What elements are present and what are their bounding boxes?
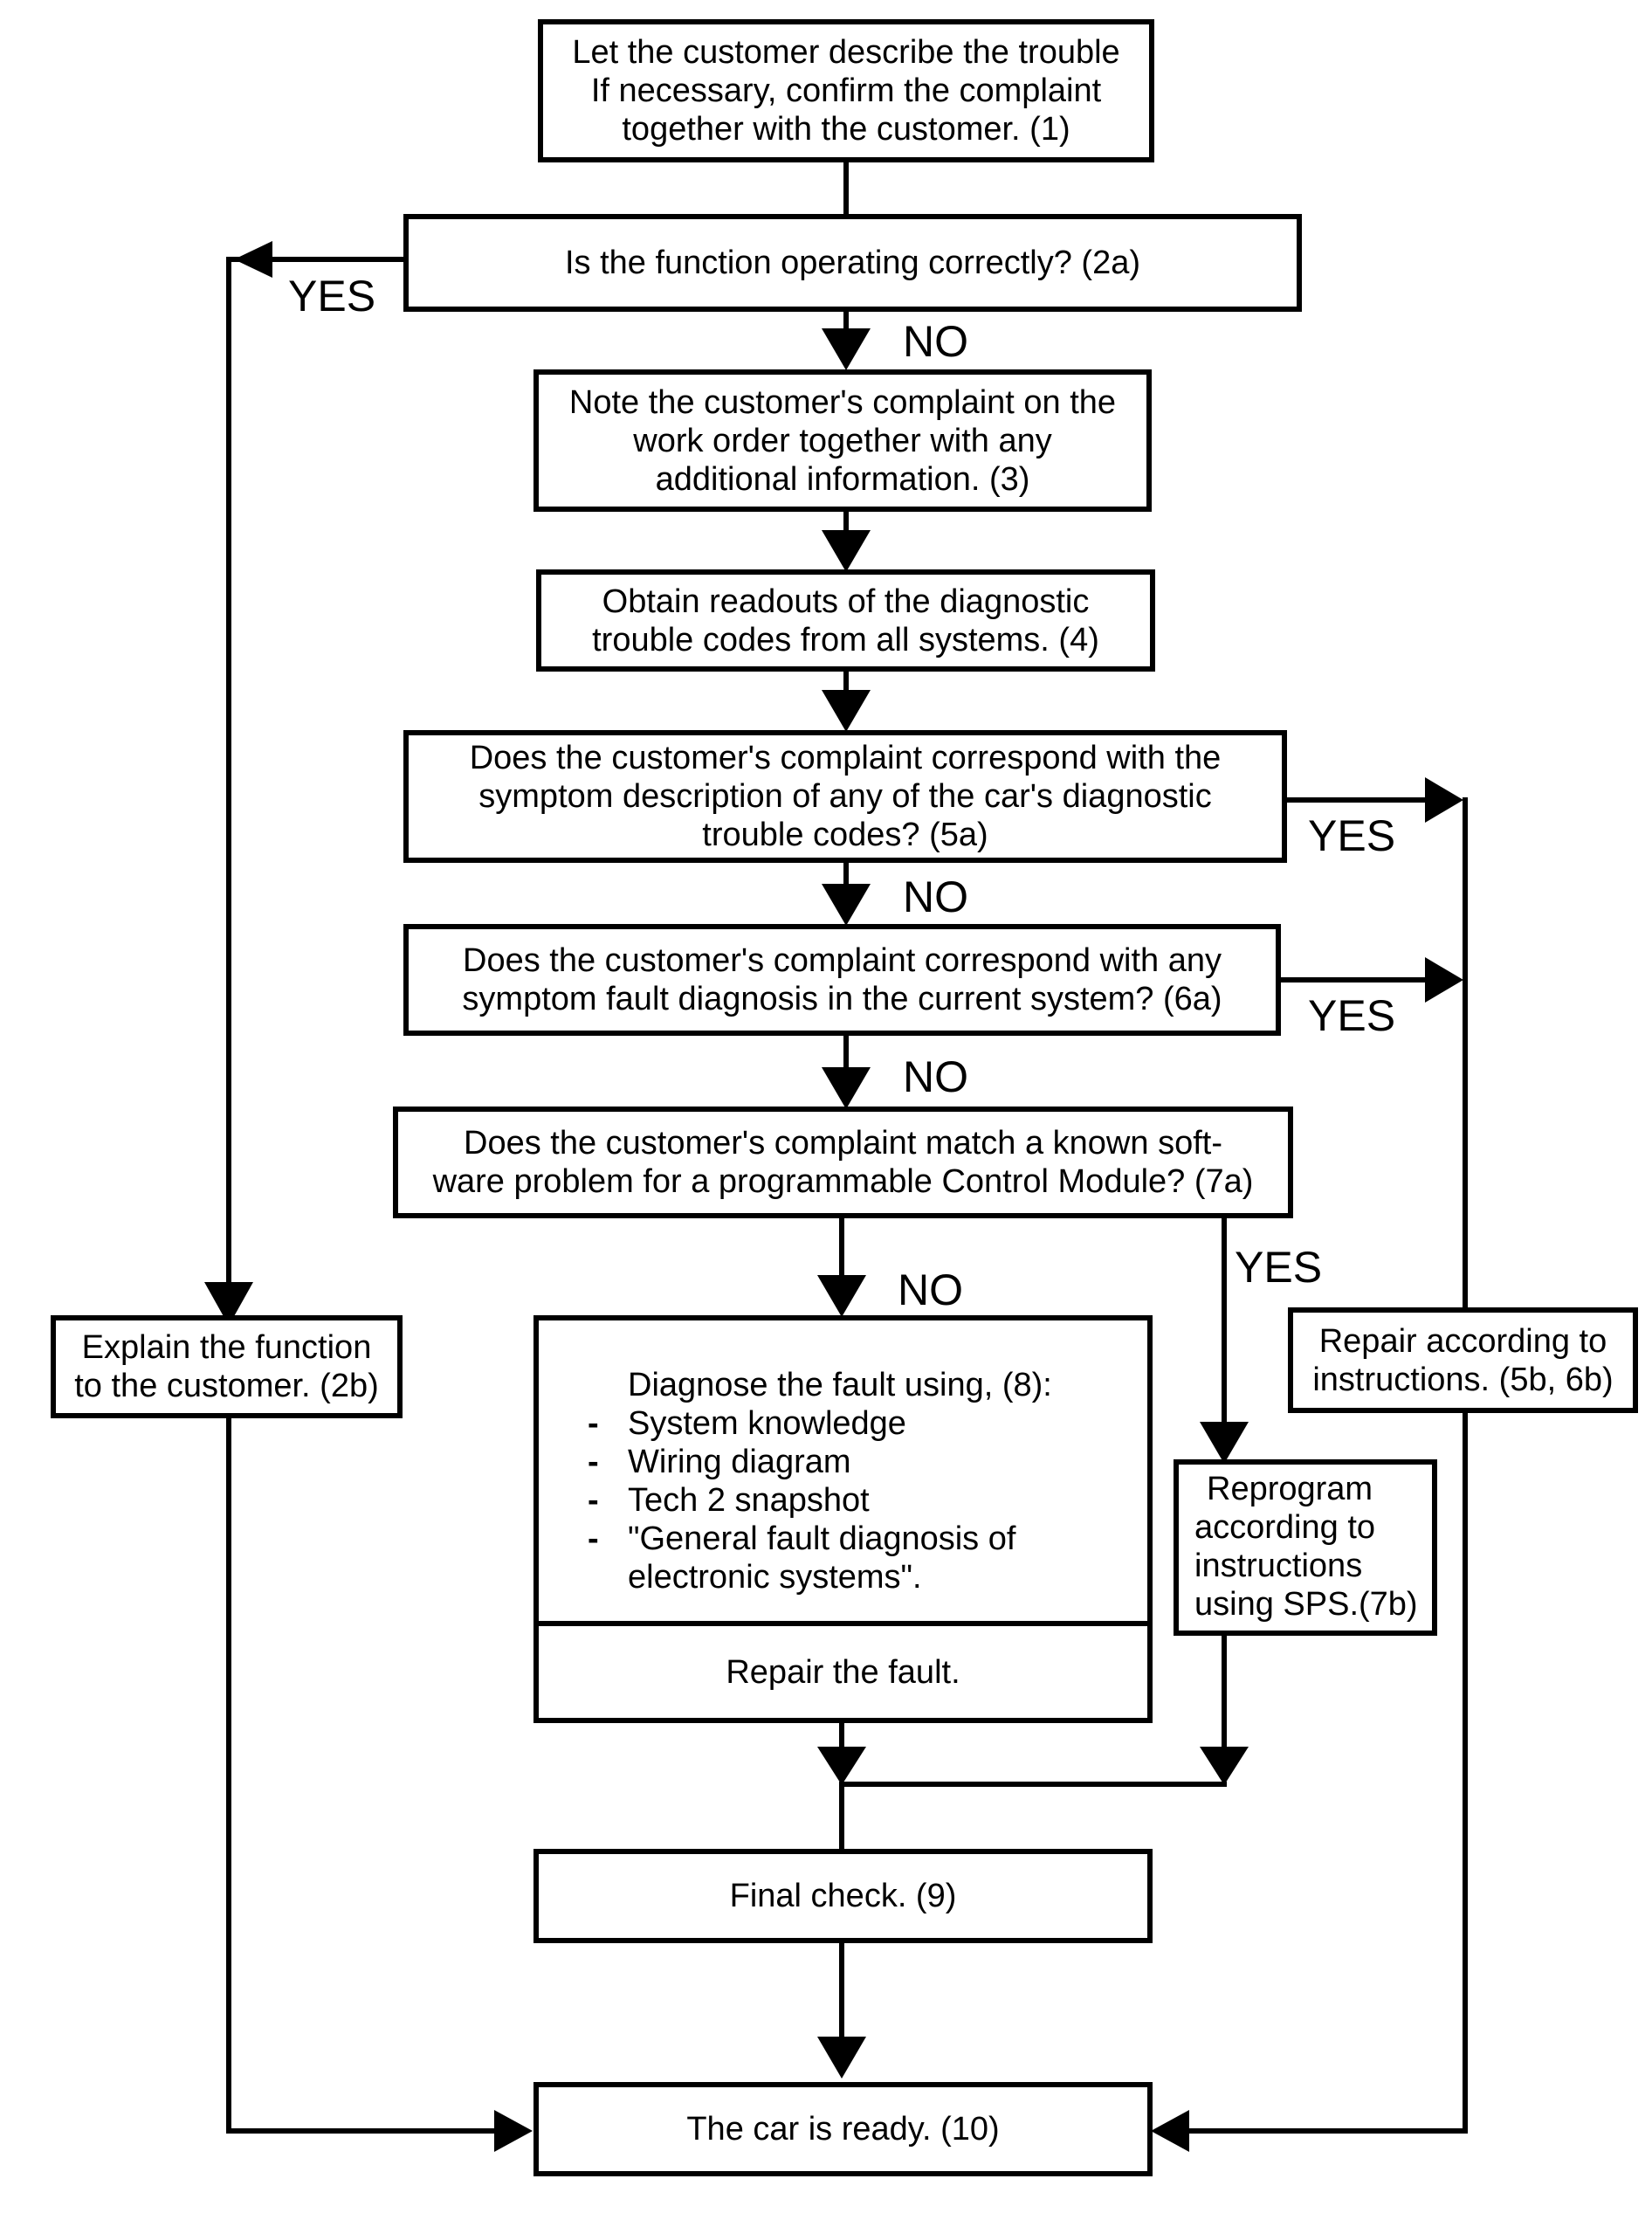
- node-6a-symptom-fault-diagnosis: Does the customer's complaint correspond…: [403, 924, 1281, 1036]
- node-7b-reprogram: Reprogram according to instructions usin…: [1174, 1459, 1437, 1636]
- node-7a-line: ware problem for a programmable Control …: [432, 1163, 1254, 1200]
- node-6a-line: Does the customer's complaint correspond…: [463, 942, 1222, 979]
- node-8-list-item: System knowledge: [588, 1404, 1015, 1443]
- label-yes-7a: YES: [1235, 1243, 1323, 1292]
- node-1-line: If necessary, confirm the complaint: [590, 72, 1102, 109]
- node-8-list-item-continuation: electronic systems".: [628, 1559, 922, 1596]
- label-yes-5a: YES: [1308, 811, 1396, 860]
- node-3-line: additional information. (3): [655, 460, 1030, 498]
- connector-5b-to-10: [1180, 1408, 1468, 2134]
- node-3-note-complaint: Note the customer's complaint on the wor…: [533, 369, 1152, 512]
- node-2b-line: to the customer. (2b): [74, 1368, 379, 1404]
- node-5b-line: instructions. (5b, 6b): [1312, 1361, 1614, 1398]
- node-7b-line: instructions: [1194, 1548, 1363, 1584]
- node-10-car-ready: The car is ready. (10): [533, 2082, 1153, 2176]
- node-8-diagnosis-list: System knowledge Wiring diagram Tech 2 s…: [588, 1404, 1015, 1558]
- node-8-divider: [539, 1621, 1147, 1626]
- node-2a-function-operating: Is the function operating correctly? (2a…: [403, 214, 1302, 312]
- node-5a-line: symptom description of any of the car's …: [478, 778, 1212, 815]
- arrowhead: [494, 2110, 533, 2152]
- label-no-5a: NO: [903, 872, 968, 921]
- arrowhead: [234, 241, 272, 278]
- node-8-heading: Diagnose the fault using, (8):: [628, 1367, 1052, 1403]
- node-7b-line: according to: [1194, 1509, 1376, 1546]
- node-5a-symptom-description: Does the customer's complaint correspond…: [403, 730, 1287, 863]
- label-yes-2a: YES: [288, 272, 376, 321]
- arrowhead: [204, 1282, 253, 1326]
- arrowhead: [822, 690, 871, 732]
- arrowhead: [822, 884, 871, 926]
- node-8-repair-fault: Repair the fault.: [726, 1653, 960, 1691]
- node-8-footer: Repair the fault.: [539, 1626, 1147, 1718]
- node-7b-line: Reprogram: [1207, 1471, 1373, 1507]
- node-1-line: together with the customer. (1): [622, 111, 1070, 148]
- arrowhead: [822, 328, 871, 370]
- node-7b-line: using SPS.(7b): [1194, 1586, 1418, 1623]
- arrowhead: [1200, 1747, 1249, 1785]
- arrowhead: [822, 530, 871, 572]
- node-6a-line: symptom fault diagnosis in the current s…: [462, 981, 1222, 1017]
- node-1-customer-describe: Let the customer describe the trouble If…: [538, 19, 1154, 162]
- node-9-final-check: Final check. (9): [533, 1849, 1153, 1943]
- node-2b-explain-function: Explain the function to the customer. (2…: [51, 1315, 403, 1418]
- arrowhead: [822, 1067, 871, 1109]
- label-no-7a: NO: [898, 1265, 963, 1314]
- node-8-diagnose-fault: Diagnose the fault using, (8): System kn…: [533, 1315, 1153, 1723]
- connector-2b-to-10: [226, 1412, 500, 2134]
- node-5b-repair-instructions: Repair according to instructions. (5b, 6…: [1288, 1307, 1638, 1413]
- arrowhead: [817, 2037, 866, 2079]
- node-2a-line: Is the function operating correctly? (2a…: [564, 245, 1140, 281]
- node-2b-line: Explain the function: [81, 1329, 372, 1366]
- arrowhead: [817, 1275, 866, 1317]
- node-1-line: Let the customer describe the trouble: [572, 34, 1120, 71]
- node-8-list-item: "General fault diagnosis of: [588, 1520, 1015, 1558]
- label-yes-6a: YES: [1308, 991, 1396, 1040]
- node-8-list-item: Wiring diagram: [588, 1443, 1015, 1481]
- node-3-line: work order together with any: [633, 422, 1052, 459]
- node-4-obtain-readouts: Obtain readouts of the diagnostic troubl…: [536, 569, 1155, 672]
- node-5a-line: Does the customer's complaint correspond…: [469, 740, 1222, 776]
- node-10-line: The car is ready. (10): [686, 2111, 1000, 2148]
- node-7a-known-software-problem: Does the customer's complaint match a kn…: [393, 1107, 1293, 1218]
- arrowhead: [1425, 777, 1463, 823]
- arrowhead: [1425, 957, 1463, 1003]
- node-4-line: trouble codes from all systems. (4): [592, 621, 1099, 658]
- label-no-2a: NO: [903, 317, 968, 366]
- node-9-line: Final check. (9): [729, 1878, 957, 1914]
- node-5a-line: trouble codes? (5a): [702, 817, 988, 853]
- arrowhead: [1200, 1422, 1249, 1464]
- node-4-line: Obtain readouts of the diagnostic: [602, 583, 1090, 620]
- arrowhead: [1151, 2110, 1189, 2152]
- arrowhead: [817, 1747, 866, 1785]
- node-3-line: Note the customer's complaint on the: [568, 383, 1117, 421]
- node-8-list-item: Tech 2 snapshot: [588, 1481, 1015, 1520]
- connector-2a-yes-to-2b: [226, 257, 406, 1291]
- node-7a-line: Does the customer's complaint match a kn…: [464, 1125, 1222, 1162]
- node-5b-line: Repair according to: [1318, 1322, 1607, 1360]
- label-no-6a: NO: [903, 1052, 968, 1101]
